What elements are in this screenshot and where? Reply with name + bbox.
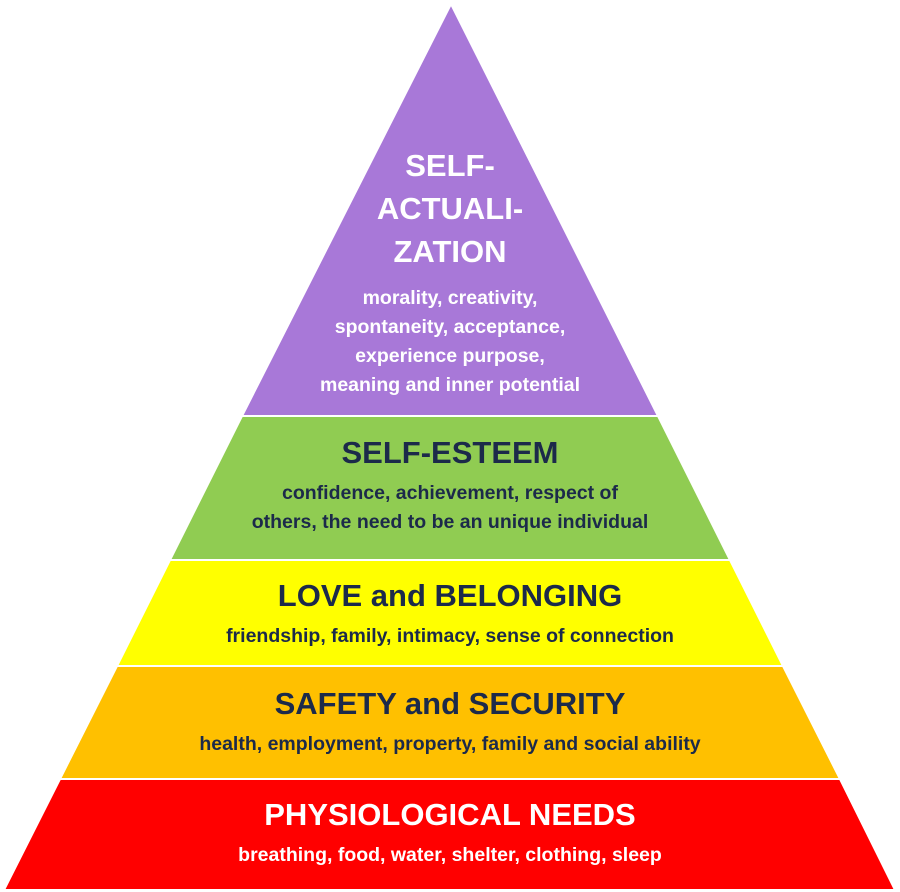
tier-title: SELF- ACTUALI- ZATION [376, 148, 524, 269]
tier-title: LOVE and BELONGING [277, 578, 623, 613]
tier-title: SAFETY and SECURITY [274, 686, 626, 721]
tier-self-actualization-text: SELF- ACTUALI- ZATION morality, creativi… [0, 144, 900, 400]
tier-love-belonging-text: LOVE and BELONGING friendship, family, i… [0, 578, 900, 651]
tier-title: SELF-ESTEEM [341, 435, 559, 470]
tier-description: friendship, family, intimacy, sense of c… [226, 625, 674, 647]
tier-self-esteem-text: SELF-ESTEEM confidence, achievement, res… [0, 435, 900, 537]
tier-title: PHYSIOLOGICAL NEEDS [264, 797, 636, 832]
tier-description: health, employment, property, family and… [199, 733, 701, 755]
tier-physiological-needs-shape [2, 778, 897, 891]
tier-physiological-needs-text: PHYSIOLOGICAL NEEDS breathing, food, wat… [0, 797, 900, 870]
tier-description: confidence, achievement, respect of othe… [251, 482, 649, 533]
tier-description: morality, creativity, spontaneity, accep… [319, 287, 581, 396]
tier-description: breathing, food, water, shelter, clothin… [238, 844, 662, 866]
tier-safety-security-text: SAFETY and SECURITY health, employment, … [0, 686, 900, 759]
